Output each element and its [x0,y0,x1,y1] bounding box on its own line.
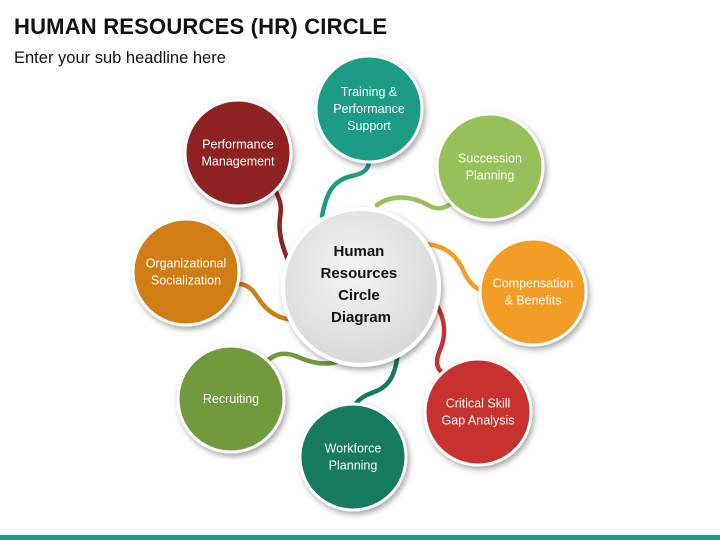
node-recruiting: Recruiting [176,344,286,454]
node-circle-organizational-socialization [131,217,241,327]
node-label-line: Performance [202,138,274,152]
svg-text:Human Resources Ci: Human Resources Circle Diagram [321,243,402,326]
page-title: HUMAN RESOURCES (HR) CIRCLE [14,14,388,39]
node-label-compensation-benefits: Compensation & Benefits [493,277,574,308]
center-label-line-3: Circle [338,287,380,304]
node-circle-compensation-benefits [478,237,588,347]
node-label-recruiting: Recruiting [203,392,259,406]
connector-workforce-planning [352,349,401,408]
node-circle-succession-planning [435,112,545,222]
node-label-line: Management [202,155,275,169]
node-label-line: Planning [466,169,515,183]
node-label-line: Compensation [493,277,574,291]
connector-recruiting [265,351,343,366]
node-label-line: Succession [458,152,522,166]
node-label-line: Critical Skill [446,397,511,411]
node-label-line: Organizational [146,257,227,271]
connector-critical-skill-gap-analysis [433,301,447,377]
node-label-line: Socialization [151,274,221,288]
node-label-line: Performance [333,102,405,116]
node-circle-recruiting [176,344,286,454]
node-circle-training-performance-support [314,54,424,164]
connector-compensation-benefits [423,241,487,294]
node-label-line: & Benefits [505,294,562,308]
node-label-line: Support [347,119,391,133]
connector-performance-management [273,189,291,263]
node-label-line: Gap Analysis [442,414,515,428]
node-label-line: Recruiting [203,392,259,406]
node-circle-critical-skill-gap-analysis [423,357,533,467]
center-label-line-1: Human [333,243,384,260]
connector-training-performance-support [319,157,372,219]
center-label-line-2: Resources [321,265,398,282]
connector-organizational-socialization [235,281,295,323]
node-label-line: Planning [329,459,378,473]
center-node: Human Resources Circle Diagram [281,207,441,367]
node-label-line: Workforce [325,442,382,456]
node-circle-workforce-planning [298,402,408,512]
node-compensation-benefits: Compensation & Benefits [478,237,588,347]
page-subtitle: Enter your sub headline here [14,49,226,67]
center-label-line-4: Diagram [331,309,391,326]
node-label-line: Training & [341,85,398,99]
center-circle [281,207,441,367]
bottom-accent-bar [0,535,720,540]
node-circle-performance-management [183,98,293,208]
connector-succession-planning [374,195,455,211]
connectors [235,157,487,408]
